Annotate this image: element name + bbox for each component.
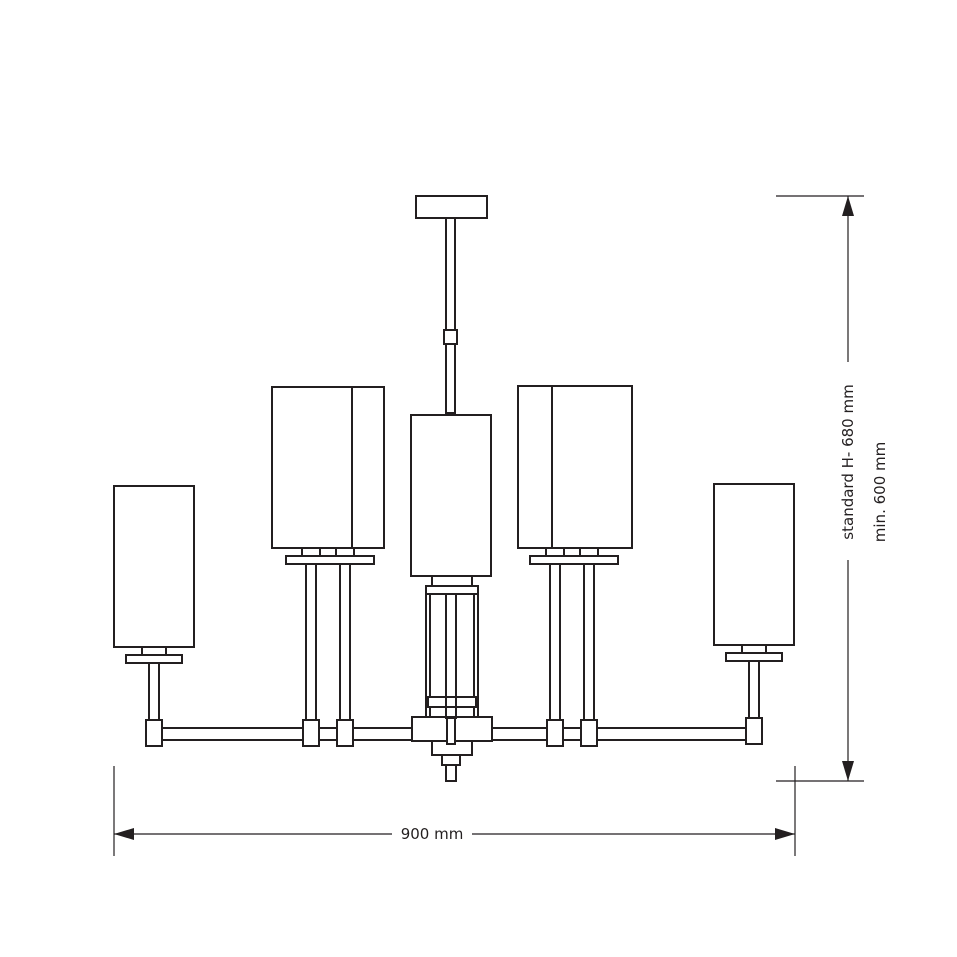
width-dimension: 900 mm (113, 766, 796, 856)
lamp-rear-left (271, 386, 385, 747)
arrow-left-icon (114, 828, 134, 840)
chandelier (113, 195, 795, 782)
height-dimension: standard H- 680 mm min. 600 mm (776, 195, 889, 782)
lamp-far-left (113, 485, 195, 747)
lampshade (713, 483, 795, 646)
lampshade (410, 414, 492, 577)
suspension-rod (445, 217, 456, 414)
arrow-right-icon (775, 828, 795, 840)
lampshade (271, 386, 385, 549)
lamp-rear-right (517, 385, 633, 747)
lamp-center (410, 414, 492, 595)
width-label: 900 mm (401, 825, 464, 843)
arrow-up-icon (842, 196, 854, 216)
lampshade (517, 385, 633, 549)
height-standard-label: standard H- 680 mm (839, 384, 857, 539)
height-min-label: min. 600 mm (871, 442, 889, 542)
arrow-down-icon (842, 761, 854, 781)
ceiling-canopy (415, 195, 488, 219)
lamp-far-right (713, 483, 795, 745)
central-hub (411, 589, 493, 782)
lampshade (113, 485, 195, 648)
rod-coupling (443, 329, 458, 345)
